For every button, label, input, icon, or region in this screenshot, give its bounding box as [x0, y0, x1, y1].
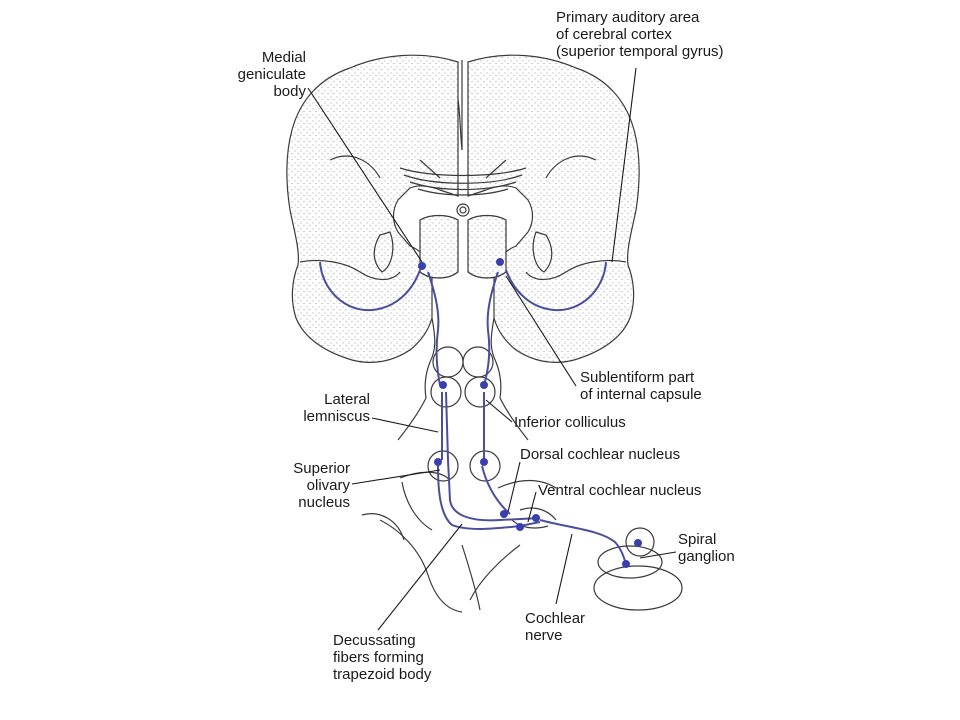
label-cochlear-nerve: Cochlear nerve: [525, 610, 586, 644]
leader-lines: [307, 67, 677, 631]
cochlea: [593, 527, 683, 611]
neuron-olivary-right: [480, 458, 488, 466]
neuron-spiral-ganglion-2: [622, 560, 630, 568]
label-inferior-colliculus: Inferior colliculus: [514, 414, 626, 431]
label-primary-auditory-area: Primary auditory area of cerebral cortex…: [556, 9, 724, 60]
neuron-cochlear-nucleus-3: [532, 514, 540, 522]
label-superior-olivary-nucleus: Superior olivary nucleus: [293, 460, 350, 511]
leader-primary-auditory: [611, 67, 637, 263]
leader-inferior-colliculus: [485, 399, 513, 423]
leader-cochlear-nerve: [555, 533, 573, 605]
leader-ventral-cochlear: [527, 491, 537, 523]
neuron-cochlear-nucleus-1: [500, 510, 508, 518]
neuron-olivary-left: [434, 458, 442, 466]
neuron-cochlear-nucleus-2: [516, 523, 524, 531]
leader-decussating: [377, 523, 463, 631]
auditory-pathway: [319, 258, 642, 568]
label-decussating-fibers: Decussating fibers forming trapezoid bod…: [333, 632, 432, 683]
neuron-inferior-colliculus-left: [439, 381, 447, 389]
leader-spiral-ganglion: [639, 551, 677, 559]
label-dorsal-cochlear-nucleus: Dorsal cochlear nucleus: [520, 446, 681, 463]
label-spiral-ganglion: Spiral ganglion: [678, 531, 735, 565]
label-medial-geniculate-body: Medial geniculate body: [237, 49, 306, 100]
leader-dorsal-cochlear: [507, 461, 521, 513]
inferior-colliculus-right: [464, 376, 496, 408]
neuron-medial-geniculate-left: [418, 262, 426, 270]
leader-medial-geniculate: [307, 87, 423, 263]
leader-superior-olivary: [351, 469, 441, 485]
label-lateral-lemniscus: Lateral lemniscus: [303, 391, 370, 425]
label-sublentiform-part: Sublentiform part of internal capsule: [580, 369, 702, 403]
leader-sublentiform: [505, 275, 577, 387]
neuron-spiral-ganglion-1: [634, 539, 642, 547]
right-hemisphere: [467, 54, 640, 363]
left-hemisphere: [286, 54, 459, 363]
neuron-medial-geniculate-right: [496, 258, 504, 266]
cerebral-hemispheres: [286, 54, 640, 363]
neuron-inferior-colliculus-right: [480, 381, 488, 389]
brainstem: [361, 317, 557, 613]
leader-lateral-lemniscus: [371, 417, 439, 433]
label-ventral-cochlear-nucleus: Ventral cochlear nucleus: [538, 482, 702, 499]
